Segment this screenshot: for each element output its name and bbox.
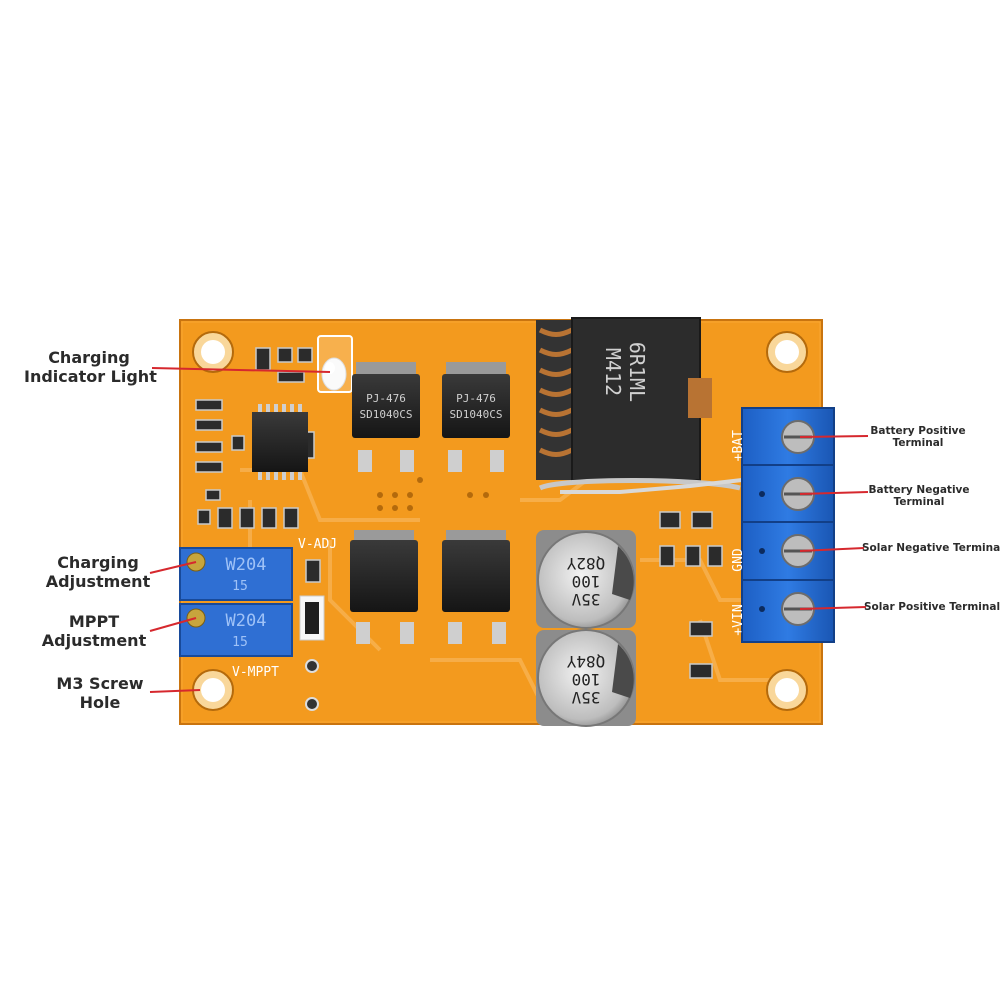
screw-hole-top-left xyxy=(192,331,234,373)
label-battery-negative-line2: Terminal xyxy=(893,496,945,508)
diode-2-marking-2: SD1040CS xyxy=(450,408,503,421)
screw-holes xyxy=(192,331,808,711)
capacitor-1: 35V 100 Q82Y xyxy=(536,530,636,629)
label-mppt-adjustment-line1: MPPT xyxy=(68,612,120,631)
label-m3-screw-hole-line2: Hole xyxy=(79,693,121,712)
terminal-screw-2 xyxy=(781,477,815,511)
diode-small xyxy=(299,595,325,641)
silk-v-mppt: V-MPPT xyxy=(232,665,279,680)
label-solar-negative: Solar Negative Terminal xyxy=(862,542,1001,554)
label-battery-positive-line2: Terminal xyxy=(892,437,944,449)
label-m3-screw-hole-line1: M3 Screw xyxy=(56,674,144,693)
charging-led xyxy=(317,335,353,393)
potentiometer-mppt: W204 15 xyxy=(179,603,293,657)
label-battery-negative-line1: Battery Negative xyxy=(868,484,970,496)
controller-ic xyxy=(252,404,308,480)
diode-1: PJ-476 SD1040CS xyxy=(352,362,420,472)
label-m3-screw-hole: M3 Screw Hole xyxy=(42,674,158,712)
label-charging-adjustment-line1: Charging xyxy=(57,553,139,572)
diode-1-marking-1: PJ-476 xyxy=(366,392,406,405)
terminal-block xyxy=(741,407,835,643)
label-battery-positive: Battery Positive Terminal xyxy=(862,425,974,449)
pot-1-marking-1: W204 xyxy=(226,555,267,575)
label-battery-negative: Battery Negative Terminal xyxy=(862,484,976,508)
label-mppt-adjustment-line2: Adjustment xyxy=(41,631,147,650)
inductor-marking-1: 6R1ML xyxy=(625,342,649,402)
label-charging-indicator-line1: Charging xyxy=(48,348,130,367)
smd-components-right xyxy=(305,511,723,679)
capacitor-1-value: 100 xyxy=(572,572,601,591)
screw-hole-bottom-left xyxy=(192,669,234,711)
capacitor-2-code: Q84Y xyxy=(566,652,605,671)
capacitor-1-voltage: 35V xyxy=(571,590,600,609)
pointer-lines xyxy=(149,367,869,693)
mosfet-1 xyxy=(350,530,418,644)
label-charging-indicator: Charging Indicator Light xyxy=(24,348,157,386)
potentiometer-charging: W204 15 xyxy=(179,547,293,601)
capacitor-2: 35V 100 Q84Y xyxy=(536,629,636,727)
capacitor-2-value: 100 xyxy=(572,670,601,689)
diode-2: PJ-476 SD1040CS xyxy=(442,362,510,472)
vias xyxy=(377,477,489,511)
diode-1-marking-2: SD1040CS xyxy=(360,408,413,421)
mosfet-2 xyxy=(442,530,510,644)
silk-bat: +BAT xyxy=(731,430,746,461)
label-charging-adjustment-line2: Adjustment xyxy=(45,572,151,591)
label-mppt-adjustment: MPPT Adjustment xyxy=(34,612,154,650)
capacitor-2-voltage: 35V xyxy=(571,688,600,707)
label-charging-adjustment: Charging Adjustment xyxy=(38,553,158,591)
inductor-marking-2: M412 xyxy=(601,348,625,396)
pot-2-marking-1: W204 xyxy=(226,611,267,631)
silk-v-adj: V-ADJ xyxy=(298,537,337,552)
silk-vin: +VIN xyxy=(731,604,746,635)
label-charging-indicator-line2: Indicator Light xyxy=(24,367,157,386)
screw-hole-top-right xyxy=(766,331,808,373)
inductor: 6R1ML M412 xyxy=(536,317,743,494)
capacitor-1-code: Q82Y xyxy=(566,554,605,573)
label-battery-positive-line1: Battery Positive xyxy=(870,425,966,437)
silk-gnd: GND xyxy=(731,548,746,572)
label-solar-positive: Solar Positive Terminal xyxy=(864,601,1001,613)
pot-2-marking-2: 15 xyxy=(232,635,248,650)
diode-2-marking-1: PJ-476 xyxy=(456,392,496,405)
terminal-screw-4 xyxy=(781,592,815,626)
pot-1-marking-2: 15 xyxy=(232,579,248,594)
screw-hole-bottom-right xyxy=(766,669,808,711)
